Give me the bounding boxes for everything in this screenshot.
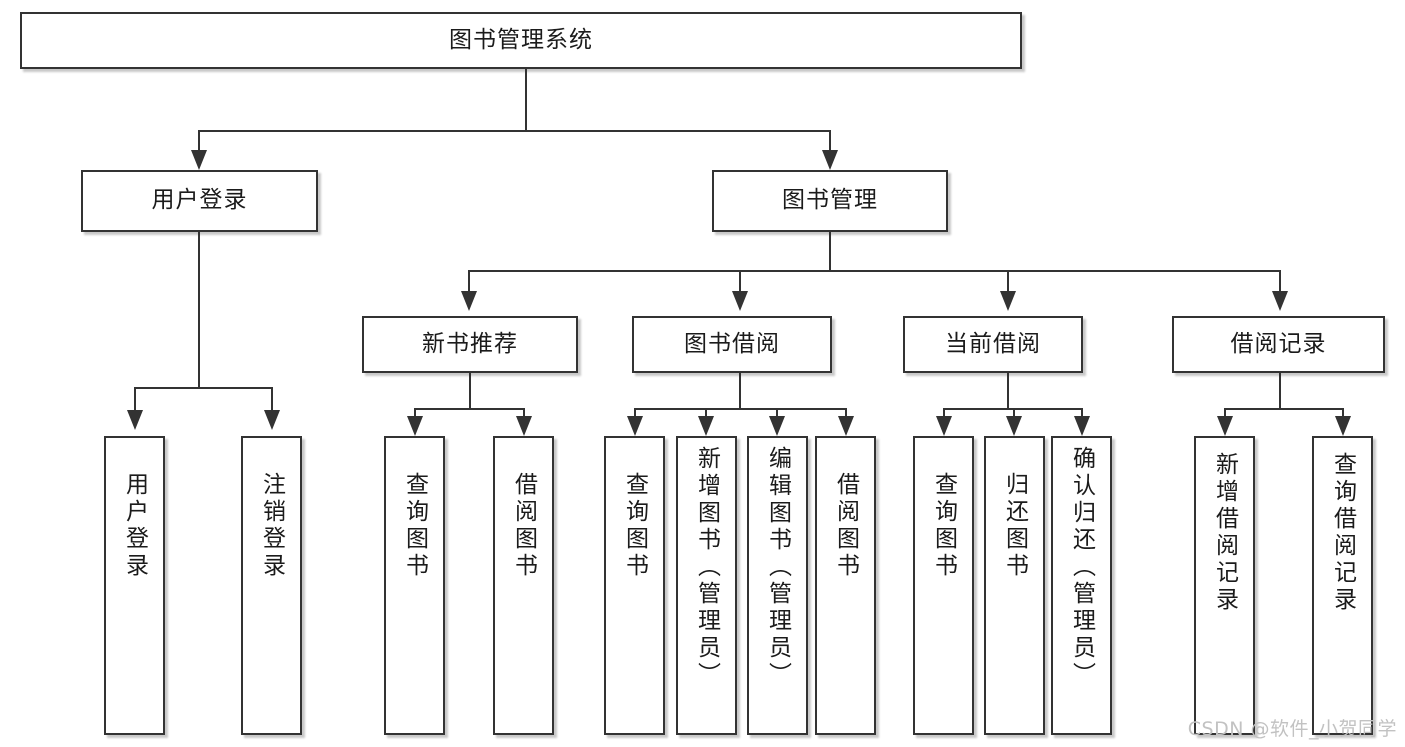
- node-book-borrow[interactable]: 图书借阅: [632, 316, 832, 373]
- node-leaf-query-book-1[interactable]: 查询图书: [384, 436, 445, 735]
- edge-bm-drop-3: [1007, 270, 1009, 293]
- arrow-leaf-edit-book: [769, 416, 785, 436]
- edge-cb-drop-2: [1013, 408, 1015, 418]
- arrow-leaf-borrow-book-2: [838, 416, 854, 436]
- node-label: 借阅记录: [1230, 330, 1327, 357]
- edge-br-drop-1: [1224, 408, 1226, 418]
- edge-cb-drop-3: [1081, 408, 1083, 418]
- csdn-watermark: CSDN @软件_小贺同学: [1187, 718, 1397, 740]
- node-new-book-recommend[interactable]: 新书推荐: [362, 316, 578, 373]
- edge-br-drop-2: [1342, 408, 1344, 418]
- edge-bm-drop-4: [1279, 270, 1281, 293]
- edge-cb-trunk: [1007, 373, 1009, 410]
- edge-nbr-drop-1: [414, 408, 416, 418]
- node-label: 查询借阅记录: [1329, 452, 1356, 614]
- arrow-to-book-borrow: [732, 291, 748, 311]
- node-label: 图书管理: [782, 187, 878, 214]
- node-label: 注销登录: [258, 472, 285, 580]
- node-label: 图书管理系统: [449, 26, 593, 53]
- node-label: 当前借阅: [945, 330, 1041, 357]
- arrow-to-book-management: [822, 150, 838, 170]
- arrow-leaf-query-book-1: [407, 416, 423, 436]
- edge-cb-rail: [943, 408, 1082, 410]
- node-book-management[interactable]: 图书管理: [712, 170, 948, 232]
- arrow-leaf-borrow-book-1: [516, 416, 532, 436]
- edge-user-login-trunk: [198, 232, 200, 388]
- arrow-leaf-query-book-3: [936, 416, 952, 436]
- arrow-leaf-add-record: [1217, 416, 1233, 436]
- node-label: 归还图书: [1001, 472, 1028, 580]
- node-current-borrow[interactable]: 当前借阅: [903, 316, 1083, 373]
- node-leaf-logout-login[interactable]: 注销登录: [241, 436, 302, 735]
- node-leaf-edit-book[interactable]: 编辑图书（管理员）: [747, 436, 808, 735]
- node-label: 新书推荐: [422, 330, 518, 357]
- node-label: 借阅图书: [510, 472, 537, 580]
- edge-root-to-book-management: [829, 130, 831, 154]
- edge-cb-drop-1: [943, 408, 945, 418]
- node-leaf-add-book[interactable]: 新增图书（管理员）: [676, 436, 737, 735]
- node-label: 查询图书: [621, 472, 648, 580]
- node-leaf-query-book-2[interactable]: 查询图书: [604, 436, 665, 735]
- node-label: 借阅图书: [832, 472, 859, 580]
- node-label: 编辑图书（管理员）: [764, 446, 791, 689]
- arrow-leaf-confirm-return: [1074, 416, 1090, 436]
- arrow-leaf-user-login: [127, 410, 143, 430]
- edge-root-rail: [198, 130, 830, 132]
- node-leaf-confirm-return[interactable]: 确认归还（管理员）: [1051, 436, 1112, 735]
- edge-user-login-rail: [134, 387, 272, 389]
- node-book-management-system[interactable]: 图书管理系统: [20, 12, 1022, 69]
- node-label: 图书借阅: [684, 330, 780, 357]
- arrow-to-user-login: [191, 150, 207, 170]
- edge-user-login-drop-1: [134, 387, 136, 412]
- edge-root-to-user-login: [198, 130, 200, 154]
- node-label: 查询图书: [930, 472, 957, 580]
- node-leaf-add-record[interactable]: 新增借阅记录: [1194, 436, 1255, 735]
- node-leaf-query-book-3[interactable]: 查询图书: [913, 436, 974, 735]
- node-label: 用户登录: [121, 472, 148, 580]
- edge-root-trunk: [525, 69, 527, 131]
- arrow-leaf-query-book-2: [627, 416, 643, 436]
- edge-bb-drop-4: [845, 408, 847, 418]
- edge-nbr-drop-2: [523, 408, 525, 418]
- edge-nbr-trunk: [469, 373, 471, 410]
- edge-nbr-rail: [414, 408, 524, 410]
- node-borrow-record[interactable]: 借阅记录: [1172, 316, 1385, 373]
- node-label: 确认归还（管理员）: [1068, 446, 1095, 689]
- node-label: 查询图书: [401, 472, 428, 580]
- node-leaf-borrow-book-1[interactable]: 借阅图书: [493, 436, 554, 735]
- node-leaf-query-record[interactable]: 查询借阅记录: [1312, 436, 1373, 735]
- node-leaf-borrow-book-2[interactable]: 借阅图书: [815, 436, 876, 735]
- edge-br-rail: [1224, 408, 1343, 410]
- edge-bm-drop-1: [468, 270, 470, 293]
- edge-bb-rail: [634, 408, 846, 410]
- arrow-leaf-return-book: [1006, 416, 1022, 436]
- arrow-leaf-logout-login: [264, 410, 280, 430]
- node-label: 用户登录: [151, 187, 248, 214]
- arrow-leaf-query-record: [1335, 416, 1351, 436]
- arrow-to-borrow-record: [1272, 291, 1288, 311]
- edge-bb-drop-1: [634, 408, 636, 418]
- edge-bb-drop-2: [705, 408, 707, 418]
- node-label: 新增借阅记录: [1211, 452, 1238, 614]
- edge-user-login-drop-2: [271, 387, 273, 412]
- node-leaf-return-book[interactable]: 归还图书: [984, 436, 1045, 735]
- edge-bb-trunk: [739, 373, 741, 410]
- edge-br-trunk: [1279, 373, 1281, 410]
- arrow-to-new-book-recommend: [461, 291, 477, 311]
- arrow-leaf-add-book: [698, 416, 714, 436]
- node-label: 新增图书（管理员）: [693, 446, 720, 689]
- edge-bm-drop-2: [739, 270, 741, 293]
- edge-book-management-rail: [468, 270, 1280, 272]
- node-user-login[interactable]: 用户登录: [81, 170, 318, 232]
- node-leaf-user-login[interactable]: 用户登录: [104, 436, 165, 735]
- edge-book-management-trunk: [829, 232, 831, 272]
- arrow-to-current-borrow: [1000, 291, 1016, 311]
- edge-bb-drop-3: [776, 408, 778, 418]
